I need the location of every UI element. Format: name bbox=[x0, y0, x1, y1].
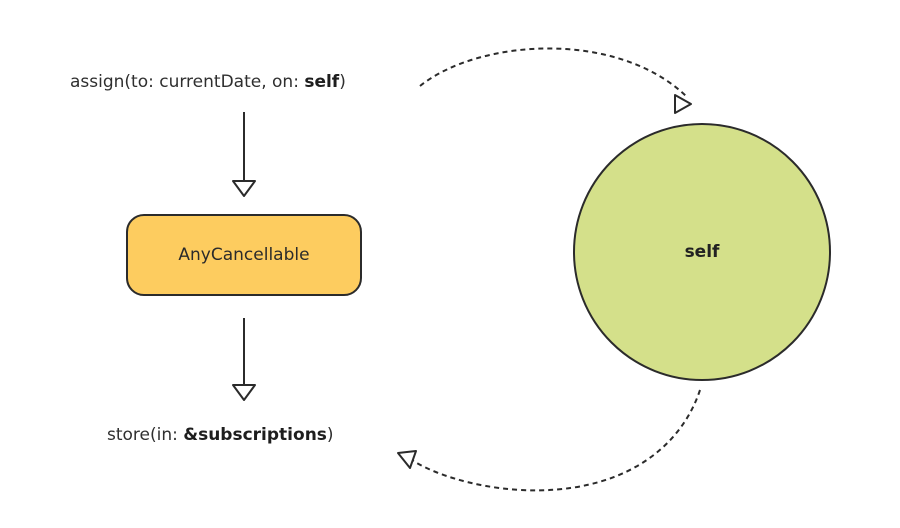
assign-call-prefix: assign(to: currentDate, on: bbox=[70, 72, 305, 92]
dashed-arrow-self-to-store bbox=[411, 389, 701, 492]
dashed-arrow-assign-to-self bbox=[419, 47, 689, 99]
arrowhead-dashed-icon bbox=[674, 94, 692, 114]
self-node-label: self bbox=[684, 242, 720, 262]
assign-call-emphasis: self bbox=[304, 72, 340, 92]
any-cancellable-label: AnyCancellable bbox=[178, 245, 310, 265]
assign-call-label: assign(to: currentDate, on: self) bbox=[70, 72, 346, 92]
arrowhead-down-icon bbox=[232, 180, 256, 197]
arrowhead-down-icon bbox=[232, 384, 256, 401]
store-call-label: store(in: &subscriptions) bbox=[107, 425, 334, 445]
store-call-prefix: store(in: bbox=[107, 425, 184, 445]
store-call-emphasis: &subscriptions bbox=[183, 425, 327, 445]
arrowhead-dashed-icon bbox=[397, 450, 417, 469]
self-node: self bbox=[573, 123, 831, 381]
any-cancellable-node: AnyCancellable bbox=[126, 214, 362, 296]
store-call-suffix: ) bbox=[326, 425, 334, 445]
assign-call-suffix: ) bbox=[339, 72, 346, 92]
